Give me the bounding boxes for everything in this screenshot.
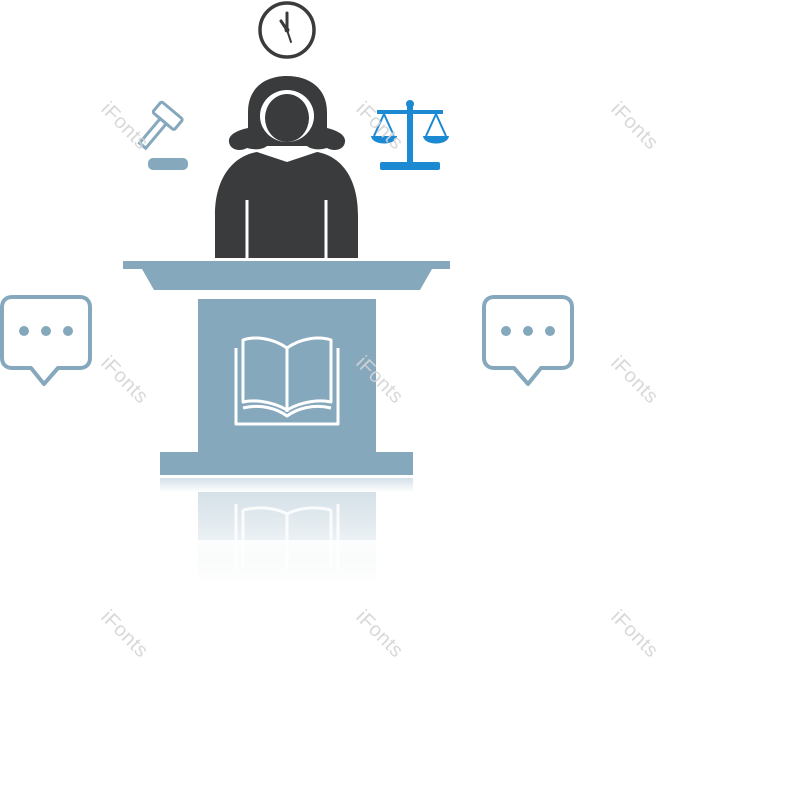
open-book-icon — [234, 336, 340, 426]
speech-bubble-left-icon — [0, 295, 92, 386]
podium-reflection — [150, 478, 420, 590]
scales-of-justice-icon — [371, 100, 449, 170]
judge-figure-icon — [215, 76, 358, 258]
clock-icon — [258, 1, 316, 59]
gavel-icon — [137, 100, 188, 170]
speech-bubble-right-icon — [482, 295, 574, 386]
podium-icon — [123, 261, 450, 475]
